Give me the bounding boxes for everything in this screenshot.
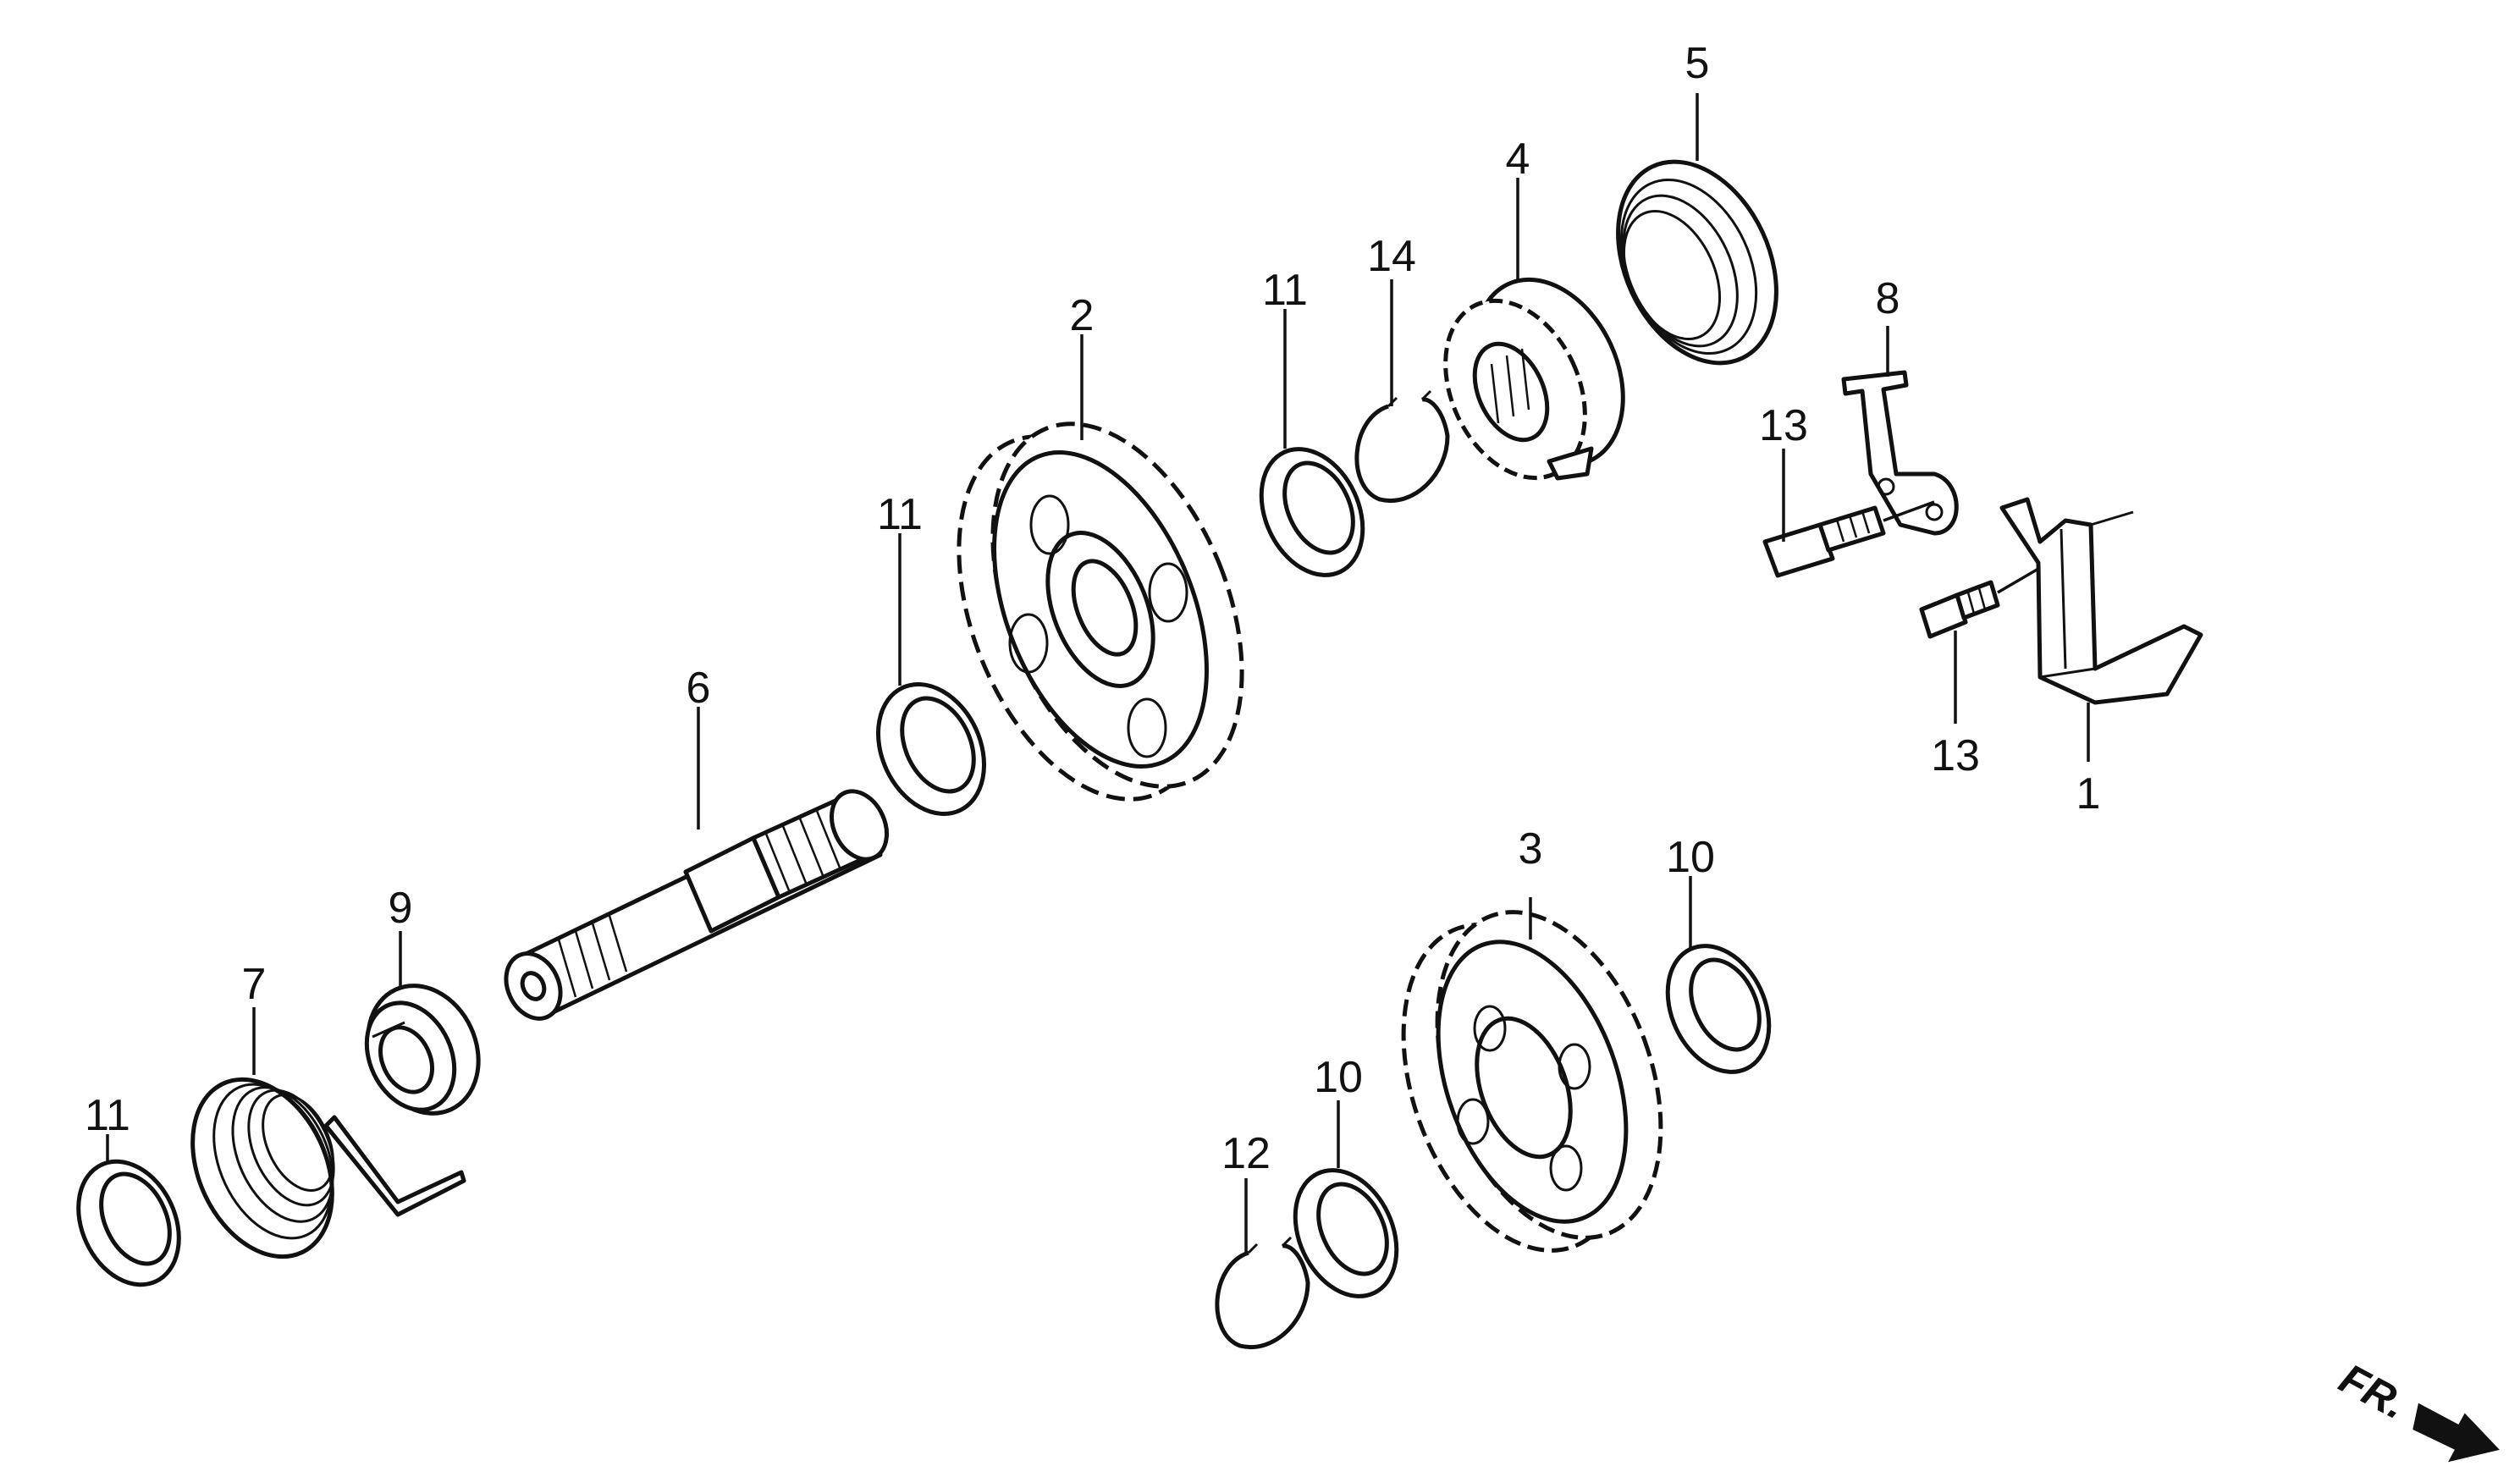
callout-1: 1 [2076,769,2101,818]
leader-lines [106,93,2090,1253]
shaft-6 [504,789,889,1021]
spring-5 [1616,159,1778,366]
washer-11-middle [876,681,986,817]
collar-9 [364,984,481,1116]
callout-12: 12 [1221,1129,1271,1178]
callout-14: 14 [1367,232,1416,281]
stopper-plate-1 [1999,497,2203,705]
callout-13-lower: 13 [1931,731,1980,780]
callout-11-left: 11 [85,1091,130,1140]
gear-3 [1401,910,1663,1253]
front-arrow-icon [2412,1403,2500,1463]
ratchet-4 [1443,277,1625,481]
gear-2 [957,422,1244,802]
front-label: FR. [2332,1354,2414,1428]
callout-labels: 1 2 3 4 5 6 7 8 9 10 10 11 11 11 12 13 1… [85,39,2100,1178]
circlip-14 [1354,389,1450,503]
washer-10-lower [1293,1168,1399,1298]
front-direction-indicator: FR. [2332,1354,2500,1463]
callout-7: 7 [242,960,267,1009]
callout-5: 5 [1685,39,1710,88]
callout-8: 8 [1876,274,1900,323]
bolt-13-lower [1919,561,2049,639]
spring-7 [190,1077,466,1259]
callout-10-right: 10 [1666,833,1715,882]
bracket-8 [1841,370,1959,536]
washer-10-right [1665,944,1772,1074]
washer-11-upper [1259,447,1365,577]
callout-3: 3 [1519,824,1543,874]
circlip-12 [1215,1236,1310,1349]
callout-10-lower: 10 [1314,1053,1363,1102]
callout-11-upper: 11 [1262,266,1308,315]
callout-9: 9 [389,884,413,933]
callout-6: 6 [687,664,711,713]
callout-4: 4 [1506,135,1530,184]
washer-11-left [76,1159,181,1287]
callout-11-middle: 11 [877,490,923,539]
callout-13-upper: 13 [1759,401,1808,450]
bolt-13-upper [1762,500,1935,578]
callout-2: 2 [1070,291,1095,340]
